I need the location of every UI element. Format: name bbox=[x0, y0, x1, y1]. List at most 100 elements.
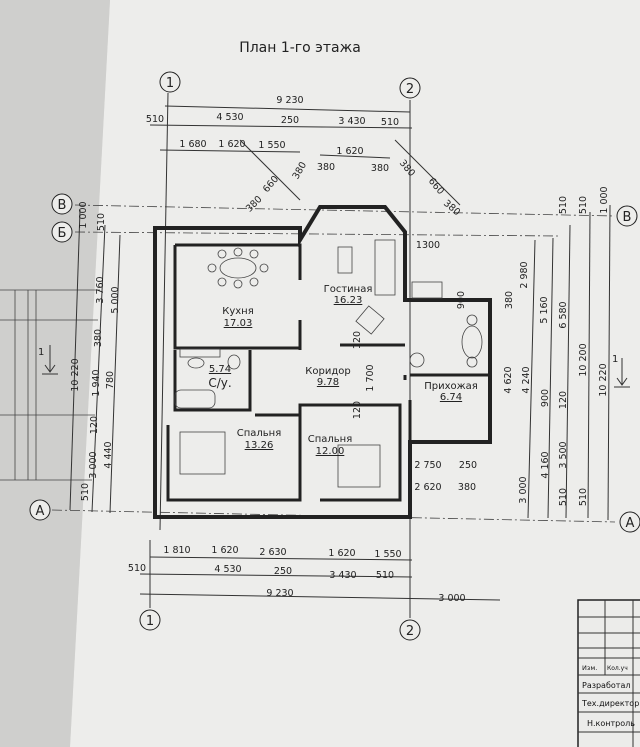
title-block-tech-director: Тех.директор bbox=[581, 699, 639, 708]
section-mark-right-label: 1 bbox=[612, 354, 618, 365]
dim: 3 000 bbox=[88, 451, 99, 478]
room-name-bedroom-1: Спальня bbox=[237, 428, 282, 439]
dim: 3 430 bbox=[329, 570, 356, 581]
dim: 510 bbox=[558, 196, 569, 214]
dim: 6 580 bbox=[558, 301, 569, 328]
dim: 510 bbox=[80, 483, 91, 501]
dim: 3 000 bbox=[518, 476, 529, 503]
dim: 2 630 bbox=[259, 547, 286, 558]
plan-title: План 1-го этажа bbox=[239, 40, 361, 56]
dim: 510 bbox=[128, 563, 146, 574]
dim: 900 bbox=[456, 291, 467, 309]
dim: 780 bbox=[105, 371, 116, 389]
dim: 1 940 bbox=[91, 369, 102, 396]
room-area-bedroom-2: 12.00 bbox=[316, 446, 345, 457]
dim: 9 230 bbox=[276, 95, 303, 106]
dim: 2 980 bbox=[519, 261, 530, 288]
title-block-control: Н.контроль bbox=[587, 719, 635, 728]
dimensions-left: 10 220 1 000 510 3 760 380 1 940 120 3 0… bbox=[70, 201, 121, 501]
axis-2-bottom: 2 bbox=[406, 624, 414, 639]
dim: 1 620 bbox=[218, 139, 245, 150]
title-block: Изм. Кол.уч Разработал Тех.директор Н.ко… bbox=[577, 599, 640, 747]
dim: 120 bbox=[352, 401, 363, 419]
axis-b-left: Б bbox=[58, 226, 67, 241]
dim: 510 bbox=[376, 570, 394, 581]
room-area-living: 16.23 bbox=[334, 295, 363, 306]
dimensions-right: 510 510 1 000 2 980 380 5 160 6 580 4 62… bbox=[503, 186, 610, 506]
section-arrow-right-icon bbox=[614, 358, 630, 388]
axis-v-left: В bbox=[58, 198, 67, 213]
dim: 9 230 bbox=[266, 588, 293, 599]
room-area-bathroom: 5.74 bbox=[209, 364, 231, 375]
dim: 3 000 bbox=[438, 593, 465, 604]
dim: 1 620 bbox=[328, 548, 355, 559]
dim: 4 440 bbox=[103, 441, 114, 468]
dim: 1 620 bbox=[336, 146, 363, 157]
room-area-corridor: 9.78 bbox=[317, 377, 339, 388]
paper-sheet bbox=[70, 0, 640, 747]
dim: 3 760 bbox=[95, 276, 106, 303]
dim: 3 500 bbox=[558, 441, 569, 468]
dim: 120 bbox=[89, 416, 100, 434]
section-arrow-left-icon bbox=[42, 345, 58, 375]
title-block-izm: Изм. bbox=[582, 664, 597, 672]
dim: 10 220 bbox=[70, 358, 81, 391]
axis-a-right: А bbox=[626, 516, 635, 531]
dim: 4 620 bbox=[503, 366, 514, 393]
dim: 380 bbox=[371, 163, 389, 174]
dim: 4 530 bbox=[216, 112, 243, 123]
room-name-kitchen: Кухня bbox=[222, 306, 254, 317]
left-sheet-table bbox=[0, 289, 100, 481]
dim: 250 bbox=[281, 115, 299, 126]
room-area-hall: 6.74 bbox=[440, 392, 462, 403]
dim: 380 bbox=[317, 162, 335, 173]
dim: 1 550 bbox=[258, 140, 285, 151]
dim: 5 000 bbox=[110, 286, 121, 313]
dim: 510 bbox=[558, 488, 569, 506]
room-area-bedroom-1: 13.26 bbox=[245, 440, 274, 451]
walls bbox=[153, 205, 492, 519]
dim: 1 700 bbox=[365, 364, 376, 391]
dimensions-bottom: 1 810 1 620 2 630 1 620 1 550 510 4 530 … bbox=[128, 545, 466, 604]
dim: 380 bbox=[504, 291, 515, 309]
dim: 250 bbox=[274, 566, 292, 577]
dim: 510 bbox=[381, 117, 399, 128]
dim: 1 680 bbox=[179, 139, 206, 150]
dim: 2 750 bbox=[414, 460, 441, 471]
dim: 510 bbox=[146, 114, 164, 125]
dim: 1 000 bbox=[599, 186, 610, 213]
dim: 5 160 bbox=[539, 296, 550, 323]
dim: 10 220 bbox=[598, 363, 609, 396]
dim: 1 000 bbox=[78, 201, 89, 228]
dim: 1300 bbox=[416, 240, 440, 251]
axis-a-left: А bbox=[36, 504, 45, 519]
dimensions-inner: 1300 900 120 1 700 120 2 750 250 2 620 3… bbox=[352, 240, 477, 493]
dim: 1 810 bbox=[163, 545, 190, 556]
dim: 380 bbox=[93, 329, 104, 347]
dimension-lines bbox=[69, 105, 611, 601]
dim: 120 bbox=[558, 391, 569, 409]
dim: 2 620 bbox=[414, 482, 441, 493]
axis-1-top: 1 bbox=[166, 76, 174, 91]
dim: 10 200 bbox=[578, 343, 589, 376]
furniture bbox=[174, 239, 483, 488]
axis-v-right: В bbox=[623, 210, 632, 225]
dim: 510 bbox=[578, 488, 589, 506]
room-name-corridor: Коридор bbox=[305, 366, 350, 377]
room-name-hall: Прихожая bbox=[424, 381, 478, 392]
dim: 120 bbox=[352, 331, 363, 349]
room-area-kitchen: 17.03 bbox=[224, 318, 253, 329]
room-name-living: Гостиная bbox=[324, 284, 373, 295]
dim: 250 bbox=[459, 460, 477, 471]
dim: 4 530 bbox=[214, 564, 241, 575]
room-name-bathroom: С/у. bbox=[208, 376, 231, 390]
axis-1-bottom: 1 bbox=[146, 614, 154, 629]
room-labels: Кухня 17.03 Гостиная 16.23 Коридор 9.78 … bbox=[208, 284, 477, 457]
dim: 510 bbox=[96, 213, 107, 231]
dim: 3 430 bbox=[338, 116, 365, 127]
title-block-developed: Разработал bbox=[582, 681, 630, 690]
dim: 4 160 bbox=[540, 451, 551, 478]
room-name-bedroom-2: Спальня bbox=[308, 434, 353, 445]
dim: 4 240 bbox=[521, 366, 532, 393]
section-marks: 1 1 bbox=[38, 345, 630, 388]
